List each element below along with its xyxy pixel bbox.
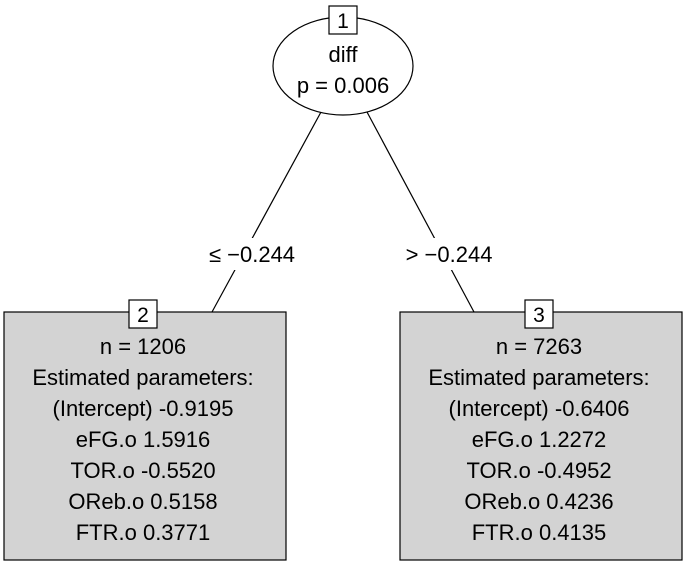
- leaf-n-2: n = 1206: [100, 334, 186, 359]
- leaf-box-2: [3, 311, 287, 561]
- leaf-param-2-ftr: FTR.o 0.3771: [76, 520, 211, 545]
- leaf-box-3: [399, 311, 683, 561]
- leaf-id-2: 2: [137, 304, 149, 327]
- leaf-param-2-tor: TOR.o -0.5520: [70, 458, 215, 483]
- leaf-param-2-efg: eFG.o 1.5916: [76, 427, 211, 452]
- leaf-node-3: 3 n = 7263 Estimated parameters: (Interc…: [399, 299, 683, 561]
- leaf-param-3-oreb: OReb.o 0.4236: [464, 489, 613, 514]
- root-p-value: p = 0.006: [297, 73, 389, 98]
- edge-line-left: [211, 111, 322, 313]
- leaf-param-2-oreb: OReb.o 0.5158: [68, 489, 217, 514]
- leaf-n-3: n = 7263: [496, 334, 582, 359]
- leaf-param-3-tor: TOR.o -0.4952: [466, 458, 611, 483]
- leaf-header-2: Estimated parameters:: [32, 365, 253, 390]
- edge-line-right: [366, 111, 475, 313]
- edge-label-left-bg: [196, 238, 308, 270]
- leaf-param-2-intercept: (Intercept) -0.9195: [53, 396, 234, 421]
- edge-label-right: > −0.244: [406, 242, 493, 267]
- leaf-param-3-efg: eFG.o 1.2272: [472, 427, 607, 452]
- leaf-id-3: 3: [533, 304, 545, 327]
- leaf-node-2: 2 n = 1206 Estimated parameters: (Interc…: [3, 299, 287, 561]
- root-id-box: [328, 5, 358, 35]
- root-id: 1: [337, 10, 349, 33]
- root-variable: diff: [329, 42, 359, 67]
- leaf-header-3: Estimated parameters:: [428, 365, 649, 390]
- edge-label-left: ≤ −0.244: [209, 242, 295, 267]
- leaf-param-3-intercept: (Intercept) -0.6406: [449, 396, 630, 421]
- root-node: 1 diff p = 0.006: [272, 5, 414, 116]
- leaf-id-box-2: [128, 299, 158, 329]
- edge-label-right-bg: [393, 238, 505, 270]
- leaf-id-box-3: [524, 299, 554, 329]
- leaf-param-3-ftr: FTR.o 0.4135: [472, 520, 607, 545]
